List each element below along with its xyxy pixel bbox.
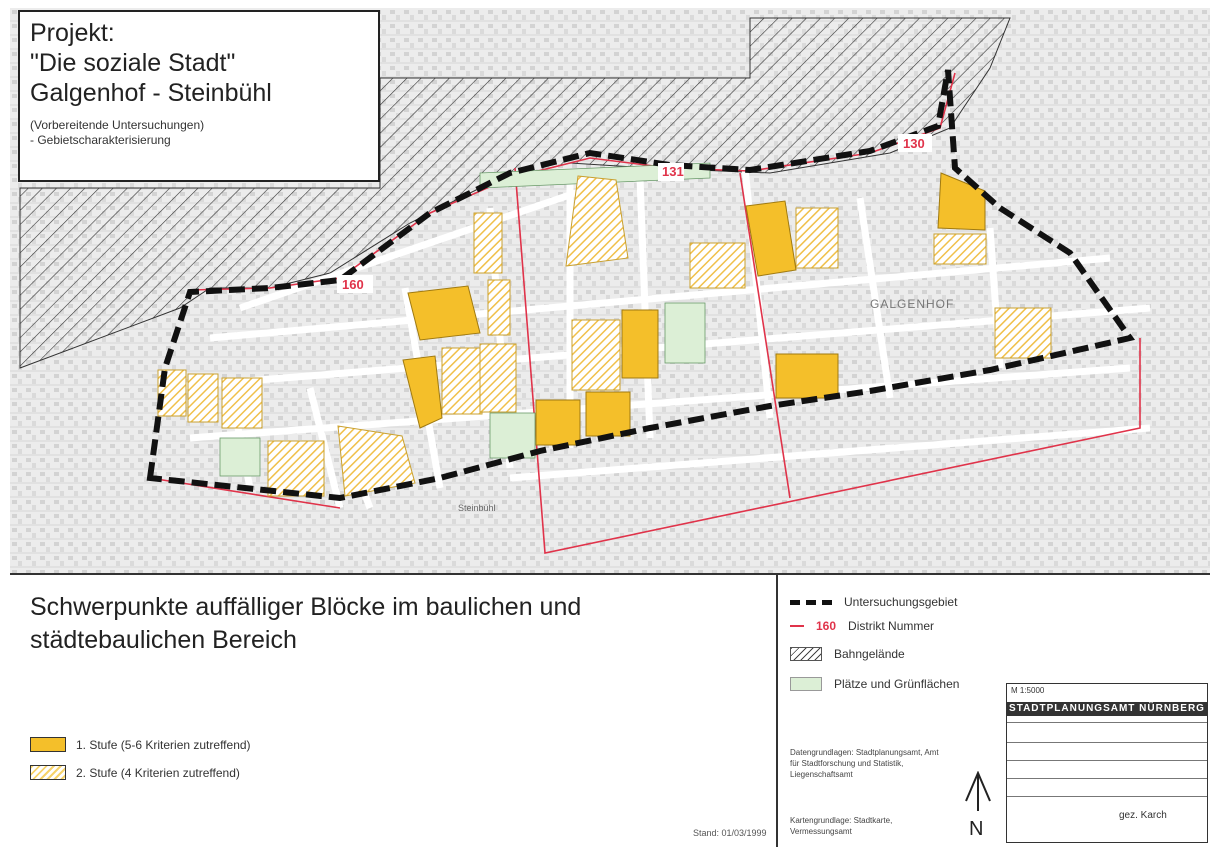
project-title-box: Projekt: "Die soziale Stadt" Galgenhof -… bbox=[18, 10, 380, 182]
district-160-label: 160 bbox=[342, 277, 364, 292]
green-spaces bbox=[219, 162, 711, 477]
map-heading-line1: Schwerpunkte auffälliger Blöcke im bauli… bbox=[30, 593, 582, 621]
red-line-swatch bbox=[790, 625, 804, 627]
label-bg-131 bbox=[658, 163, 684, 181]
stufe1-swatch bbox=[30, 737, 66, 752]
legend-untersuchungsgebiet-label: Untersuchungsgebiet bbox=[844, 595, 958, 609]
title-block-row bbox=[1007, 722, 1207, 723]
north-arrow-icon: N bbox=[965, 771, 991, 840]
legend-stufe2-label: 2. Stufe (4 Kriterien zutreffend) bbox=[76, 765, 240, 780]
legend-stufe1: 1. Stufe (5-6 Kriterien zutreffend) bbox=[30, 737, 251, 752]
map-heading: Schwerpunkte auffälliger Blöcke im bauli… bbox=[30, 591, 770, 657]
street-label-steinbuehl: Steinbühl bbox=[458, 503, 496, 513]
legend-area: Schwerpunkte auffälliger Blöcke im bauli… bbox=[10, 573, 1210, 847]
map-heading-line2: städtebaulichen Bereich bbox=[30, 626, 297, 654]
legend-plaetze-label: Plätze und Grünflächen bbox=[834, 677, 960, 691]
dashed-line-swatch bbox=[790, 599, 832, 605]
place-label-galgenhof: GALGENHOF bbox=[870, 297, 954, 311]
legend-stufe1-label: 1. Stufe (5-6 Kriterien zutreffend) bbox=[76, 737, 251, 752]
label-bg-130 bbox=[898, 134, 932, 152]
legend-distrikt-label: Distrikt Nummer bbox=[848, 619, 935, 633]
title-block-row bbox=[1007, 742, 1207, 743]
project-subtitle-2: - Gebietscharakterisierung bbox=[30, 133, 171, 147]
green-swatch bbox=[790, 677, 822, 691]
data-sources-note: Datengrundlagen: Stadtplanungsamt, Amt f… bbox=[790, 748, 939, 779]
title-block-signature: gez. Karch bbox=[1119, 810, 1167, 821]
title-block-row bbox=[1007, 796, 1207, 797]
district-130-label: 130 bbox=[903, 136, 925, 151]
legend-panel: Untersuchungsgebiet 160 Distrikt Nummer … bbox=[776, 575, 1212, 847]
base-map-note: Kartengrundlage: Stadtkarte, Vermessungs… bbox=[790, 816, 893, 836]
district-131-label: 131 bbox=[662, 164, 684, 179]
stufe2-swatch bbox=[30, 765, 66, 780]
district-number-labels: 130 131 160 bbox=[337, 134, 932, 293]
title-block: M 1:5000 STADTPLANUNGSAMT NÜRNBERG gez. … bbox=[1006, 683, 1208, 843]
study-area-boundary bbox=[146, 69, 1136, 502]
hatch-swatch bbox=[790, 647, 822, 661]
legend-plaetze: Plätze und Grünflächen bbox=[790, 677, 959, 691]
project-subtitle-1: (Vorbereitende Untersuchungen) bbox=[30, 118, 205, 132]
date-stamp: Stand: 01/03/1999 bbox=[693, 828, 767, 838]
stufe1-blocks bbox=[402, 172, 986, 446]
distrikt-number-sample: 160 bbox=[816, 619, 837, 633]
map-canvas: 130 131 160 GALGENHOF Steinbühl bbox=[10, 8, 1210, 573]
project-name: "Die soziale Stadt" bbox=[30, 49, 236, 77]
legend-distrikt: 160 Distrikt Nummer bbox=[790, 619, 934, 633]
legend-bahngelaende-label: Bahngelände bbox=[834, 647, 905, 661]
north-letter: N bbox=[969, 818, 983, 840]
title-block-row bbox=[1007, 778, 1207, 779]
title-block-scale: M 1:5000 bbox=[1011, 686, 1045, 695]
label-bg-160 bbox=[337, 275, 373, 293]
project-area: Galgenhof - Steinbühl bbox=[30, 79, 272, 107]
project-label: Projekt: bbox=[30, 19, 115, 47]
title-block-office: STADTPLANUNGSAMT NÜRNBERG bbox=[1007, 702, 1207, 716]
legend-untersuchungsgebiet: Untersuchungsgebiet bbox=[790, 595, 957, 609]
title-block-row bbox=[1007, 760, 1207, 761]
legend-bahngelaende: Bahngelände bbox=[790, 647, 905, 661]
legend-stufe2: 2. Stufe (4 Kriterien zutreffend) bbox=[30, 765, 240, 780]
